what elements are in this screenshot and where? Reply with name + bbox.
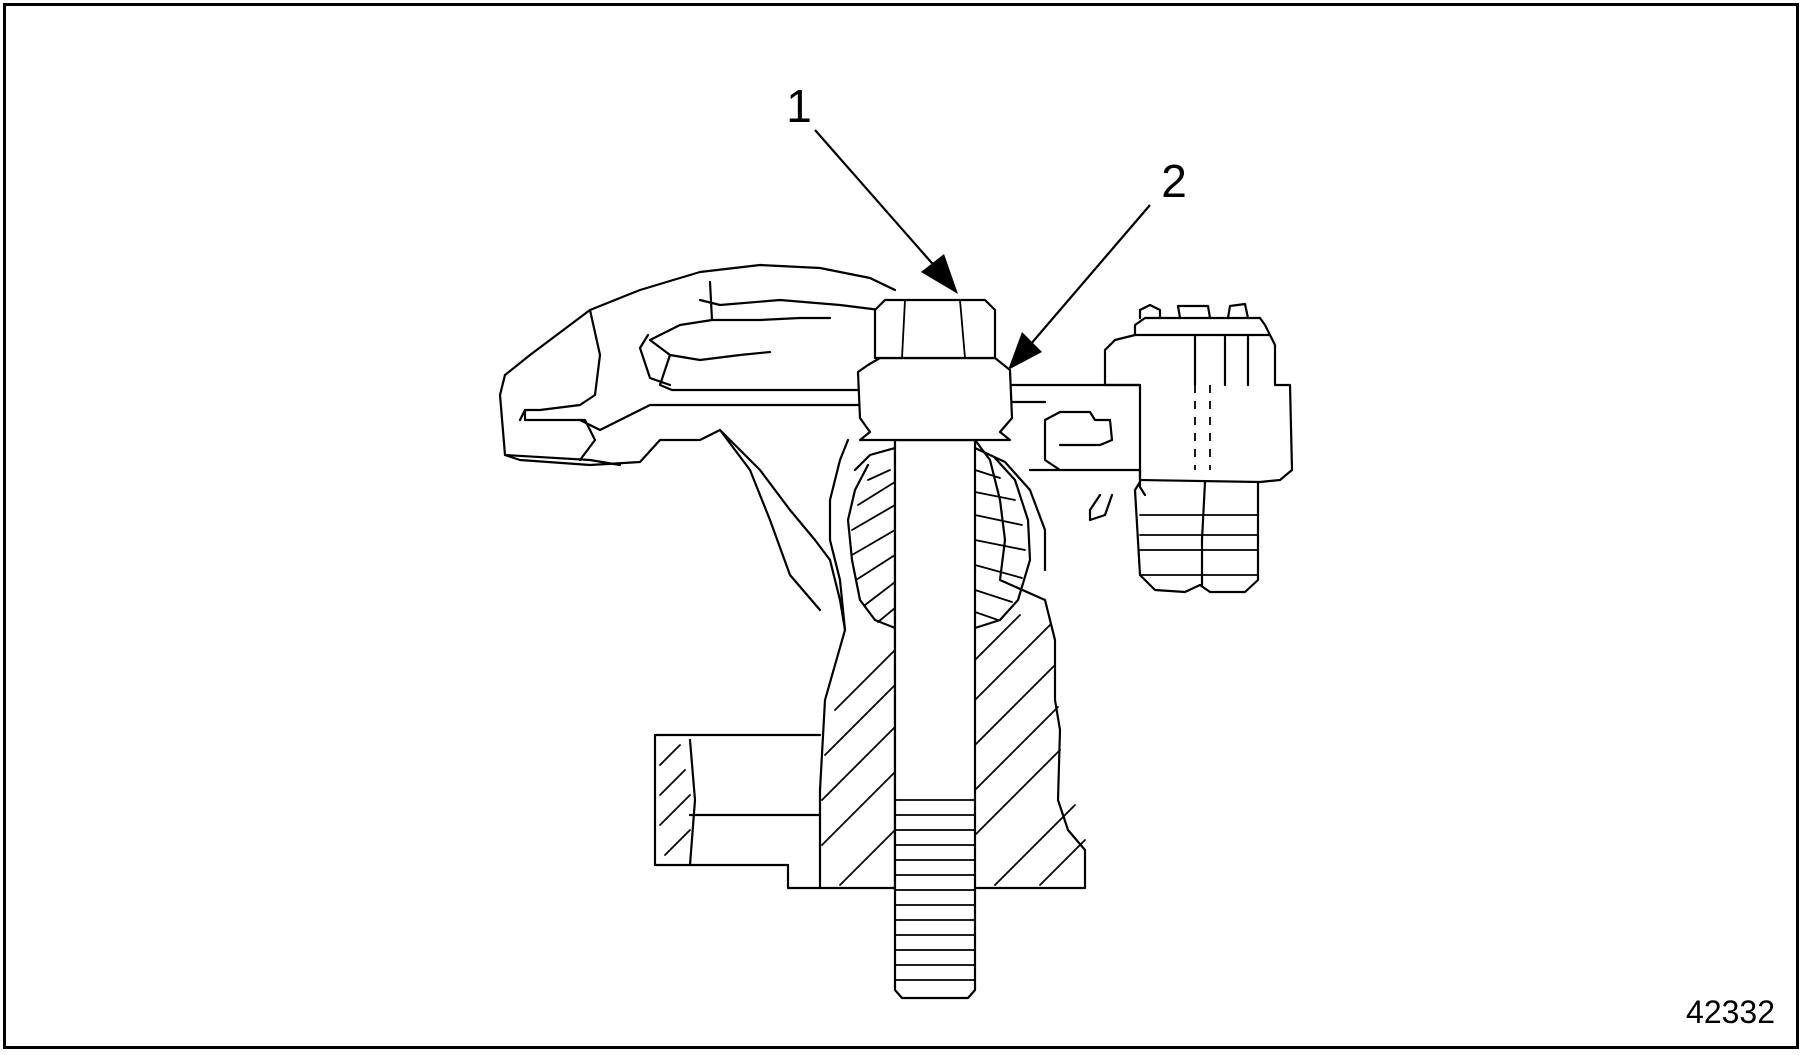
lower-mount-boss	[653, 733, 822, 890]
bearing-hatching-left	[851, 469, 896, 623]
bearing-hatching-right	[974, 469, 1026, 621]
bolt-head	[873, 298, 997, 360]
callout-1-number: 1	[786, 80, 812, 132]
callout-2-number: 2	[1161, 155, 1187, 207]
callout-2-leader	[1008, 204, 1151, 370]
callout-1-leader	[814, 129, 958, 294]
body-hatching	[821, 614, 1086, 886]
tie-rod-end	[1088, 302, 1294, 594]
bolt-shank	[893, 438, 977, 1000]
steering-arm	[1008, 383, 1142, 472]
knuckle-hub-section	[818, 438, 1087, 890]
washer	[856, 356, 1014, 442]
figure-id: 42332	[1686, 994, 1775, 1030]
upper-arm-outline	[498, 263, 897, 632]
